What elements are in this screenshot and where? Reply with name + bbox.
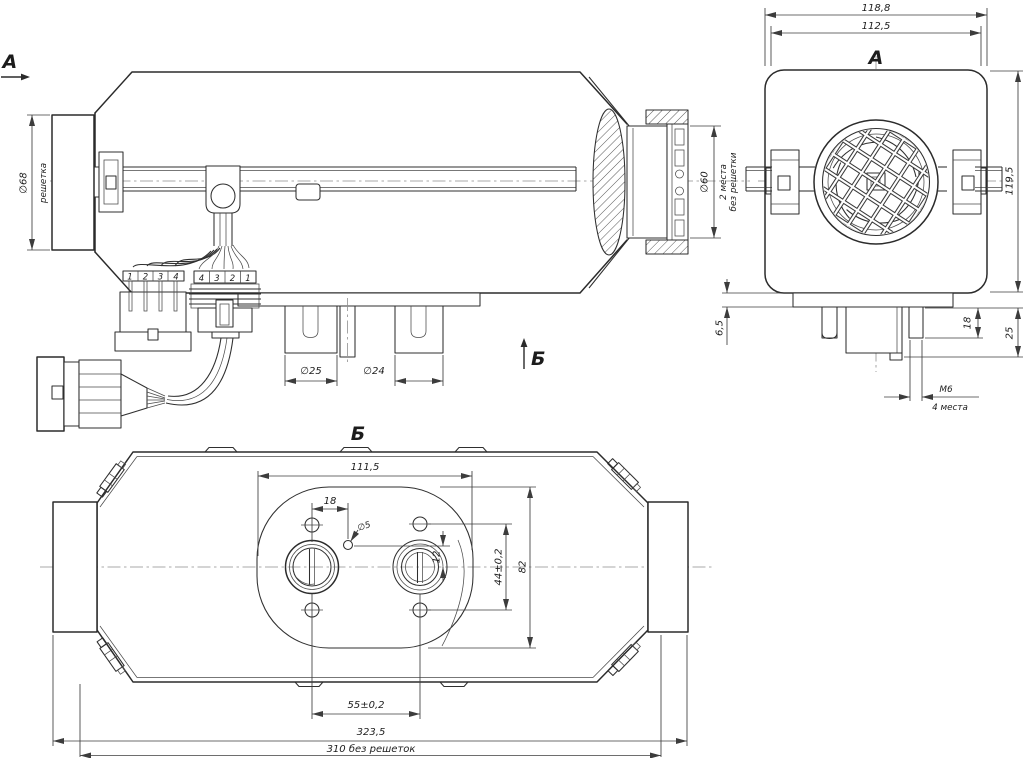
combustion-air-pipe [284, 305, 338, 354]
pin-number: 1 [127, 273, 132, 283]
port-left [284, 539, 340, 595]
arrow-right-icon [21, 73, 30, 81]
dim-outlet-diameter: ∅60 2 места без решетки [690, 125, 739, 239]
dim-stud-length: 18 [925, 307, 1023, 339]
side-view: 1 2 3 4 4 3 2 1 [1, 51, 739, 432]
view-arrow-a-label: А [1, 51, 18, 73]
view-arrow-a: А [1, 51, 30, 81]
dim-holes-spacing: 44±0,2 [428, 523, 512, 611]
dim-note-outlet-2: без решетки [729, 152, 739, 211]
mount-holes [301, 516, 431, 618]
connector-main [36, 356, 166, 432]
dim-bracket-depth: 25 [904, 308, 1023, 358]
connector-4pin-left: 1 2 3 4 [114, 270, 192, 352]
dim-front-widths: 118,8 112,5 [764, 3, 988, 66]
front-view-title: А [867, 47, 884, 69]
front-band [745, 166, 1003, 192]
bottom-view: Б [52, 423, 689, 758]
wiring-harness [132, 244, 250, 406]
view-arrow-b: Б [520, 338, 545, 370]
dim-label-d24: ∅24 [363, 366, 384, 377]
dim-label-310: 310 без решеток [327, 743, 416, 755]
port-right [392, 539, 448, 595]
dim-length-overall: 323,5 [52, 635, 688, 746]
dim-flange-width: 111,5 [257, 462, 473, 556]
dim-flange-thickness: 6,5 [715, 279, 793, 345]
connector-4pin-right: 4 3 2 1 [189, 270, 261, 339]
bottom-view-title: Б [351, 423, 365, 445]
dim-label-m6: М6 [939, 385, 953, 395]
dim-label-d5: ∅5 [356, 520, 372, 534]
pin-number: 4 [199, 274, 204, 284]
harness-band-clamp [205, 165, 241, 246]
dim-pilot-hole: ∅5 [350, 520, 373, 542]
dim-hole-offset-y: 12 [354, 531, 450, 582]
dim-length-noGrille: 310 без решеток [79, 635, 662, 758]
dim-label-d25: ∅25 [300, 366, 321, 377]
mounting-flange-oval [256, 486, 474, 649]
mounting-band [107, 166, 577, 192]
pin-number: 1 [245, 274, 250, 284]
dim-label-12: 12 [432, 551, 443, 564]
dim-label-18b: 18 [324, 496, 337, 507]
front-bottom-flange [792, 292, 954, 361]
bottom-flange-plate [237, 292, 481, 307]
dim-front-height: 119,5 [990, 70, 1023, 293]
pin-number: 2 [143, 273, 148, 283]
dim-label-119: 119,5 [1005, 167, 1016, 196]
dim-label-65: 6,5 [715, 320, 726, 336]
dim-label-112: 112,5 [862, 21, 891, 32]
dim-label-3235: 323,5 [357, 727, 386, 738]
corner-latch-tl [95, 459, 128, 499]
dim-hole-offset-x: 18 [311, 496, 349, 542]
dim-pipe-diameters: ∅25 ∅24 [284, 355, 444, 386]
arrow-up-icon [520, 338, 528, 347]
dim-label-44: 44±0,2 [494, 548, 505, 585]
dim-stud-thread: М6 4 места [884, 340, 979, 413]
exhaust-pipe [394, 305, 444, 354]
dim-grille-diameter: ∅68 решетка [19, 114, 50, 251]
fan-grille [803, 109, 949, 255]
pin-number: 3 [214, 274, 219, 284]
grille-right-plan [647, 501, 689, 633]
dim-label-d68: ∅68 [19, 172, 30, 193]
view-arrow-b-label: Б [531, 348, 545, 370]
pin-number: 4 [173, 273, 178, 283]
mounting-stud-side [339, 298, 356, 364]
dim-label-118: 118,8 [862, 3, 891, 14]
dim-label-18f: 18 [963, 317, 974, 330]
pin-number: 2 [230, 274, 235, 284]
heater-body-outline [94, 71, 631, 294]
dim-label-25: 25 [1005, 327, 1016, 340]
dim-label-55: 55±0,2 [347, 700, 384, 711]
dim-label-d60: ∅60 [700, 171, 711, 192]
dim-label-1115: 111,5 [351, 462, 380, 473]
grille-left-plan [52, 501, 98, 633]
internal-tube-line [441, 539, 465, 647]
dim-note-m6: 4 места [932, 403, 968, 413]
dim-label-82: 82 [518, 561, 529, 574]
dim-flange-height: 82 [428, 486, 536, 649]
band-clip [295, 183, 321, 201]
outlet-assembly [592, 108, 689, 256]
front-view: 118,8 112,5 А 119,5 6,5 18 [715, 3, 1023, 413]
inlet-grille-side [51, 114, 95, 251]
corner-latch-bl [95, 636, 128, 676]
dim-pipes-spacing: 55±0,2 [311, 594, 421, 719]
pin-number: 3 [158, 273, 163, 283]
dim-note-outlet-1: 2 места [719, 164, 729, 200]
dim-note-grille: решетка [39, 163, 49, 204]
